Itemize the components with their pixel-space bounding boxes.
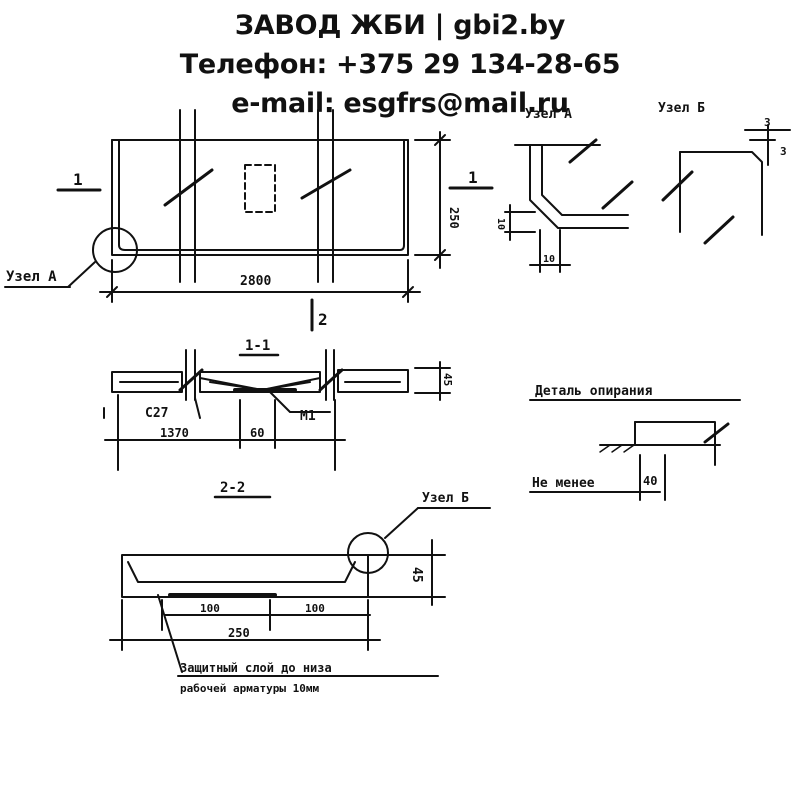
- section-1-dim-60: 60: [250, 426, 264, 440]
- section-2-note-line1: Защитный слой до низа: [180, 661, 332, 675]
- plan-section-mark-left: 1: [73, 170, 83, 189]
- support-detail-dim: 40: [643, 474, 657, 488]
- node-b-dim-1: 3: [764, 116, 771, 129]
- plan-section-mark-right: 1: [468, 168, 478, 187]
- section-2-dim-100b: 100: [305, 602, 325, 615]
- section-1-label-m1: М1: [300, 409, 316, 424]
- plan-section-mark-bottom: 2: [318, 310, 328, 329]
- drawing-labels: 1 1 2 2800 250 Узел А Узел А 10 10 Узел …: [6, 101, 787, 695]
- section-2-note-line2: рабочей арматуры 10мм: [180, 682, 319, 695]
- node-a-title: Узел А: [525, 107, 572, 122]
- section-2-title: 2-2: [220, 480, 245, 496]
- support-detail: [529, 399, 741, 501]
- node-b-dim-2: 3: [780, 145, 787, 158]
- section-2-dim-100a: 100: [200, 602, 220, 615]
- section-1-label-c27: С27: [145, 406, 168, 421]
- phone-line: Телефон: +375 29 134-28-65: [179, 49, 621, 80]
- section-2-2: [109, 495, 491, 677]
- plan-node-label: Узел А: [6, 269, 57, 285]
- section-1-dim-45: 45: [441, 373, 454, 386]
- plan-dim-length: 2800: [240, 274, 271, 289]
- node-a-detail: [504, 138, 634, 273]
- node-a-dim-h: 10: [543, 254, 555, 265]
- plan-view: [4, 109, 494, 332]
- section-1-dim-1370: 1370: [160, 426, 189, 440]
- plan-dim-width: 250: [447, 207, 461, 229]
- support-detail-note: Не менее: [532, 476, 595, 491]
- node-a-dim-v: 10: [495, 218, 506, 230]
- node-b-title: Узел Б: [658, 101, 705, 116]
- section-2-dim-250: 250: [228, 626, 250, 640]
- section-1-title: 1-1: [245, 338, 270, 354]
- node-b-detail: [661, 124, 791, 245]
- header: ЗАВОД ЖБИ | gbi2.by Телефон: +375 29 134…: [0, 6, 800, 123]
- section-2-dim-45: 45: [409, 567, 424, 583]
- support-detail-title: Деталь опирания: [535, 384, 653, 399]
- section-1-1: [103, 349, 451, 471]
- email-line: e-mail: esgfrs@mail.ru: [231, 88, 569, 119]
- company-title: ЗАВОД ЖБИ | gbi2.by: [234, 10, 566, 41]
- section-2-node-label: Узел Б: [422, 491, 469, 506]
